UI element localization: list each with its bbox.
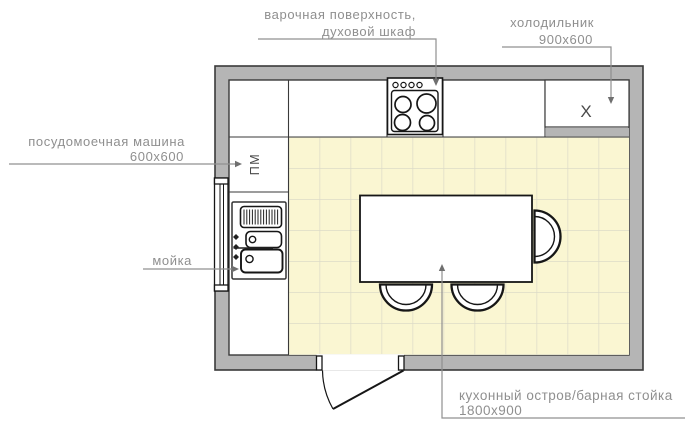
annotations: варочная поверхность, духовой шкаф холод…	[28, 7, 672, 418]
dishwasher-label-size: 600x600	[130, 149, 184, 164]
island-label-name: кухонный остров/барная стойка	[459, 388, 673, 403]
door	[315, 354, 405, 410]
leader-fridge	[502, 46, 615, 104]
dishwasher-label-name: посудомоечная машина	[28, 134, 185, 149]
door-swing-arc	[321, 370, 334, 410]
sink-label: мойка	[152, 253, 192, 268]
dishwasher-mark: ПМ	[248, 153, 262, 175]
leader-island	[438, 264, 685, 419]
leader-sink	[143, 265, 239, 273]
island-label-size: 1800x900	[459, 403, 522, 418]
stove-icon	[386, 77, 444, 136]
island-top	[359, 194, 533, 283]
door-leaf	[332, 369, 404, 410]
kitchen-island	[359, 194, 562, 312]
sink-icon	[231, 201, 287, 280]
fridge-label-name: холодильник	[510, 15, 594, 30]
cooktop-label-line2: духовой шкаф	[322, 24, 416, 39]
leader-dishwasher	[9, 160, 242, 168]
bar-stool	[533, 209, 562, 264]
bar-stool	[378, 283, 434, 312]
fridge-x-mark: X	[580, 102, 591, 121]
fridge-area: X	[544, 79, 630, 137]
cooktop-label-line1: варочная поверхность,	[264, 7, 416, 22]
window	[213, 177, 229, 292]
fridge-label-size: 900x600	[539, 32, 593, 47]
leader-cooktop	[258, 38, 440, 86]
bar-stool	[450, 283, 505, 312]
